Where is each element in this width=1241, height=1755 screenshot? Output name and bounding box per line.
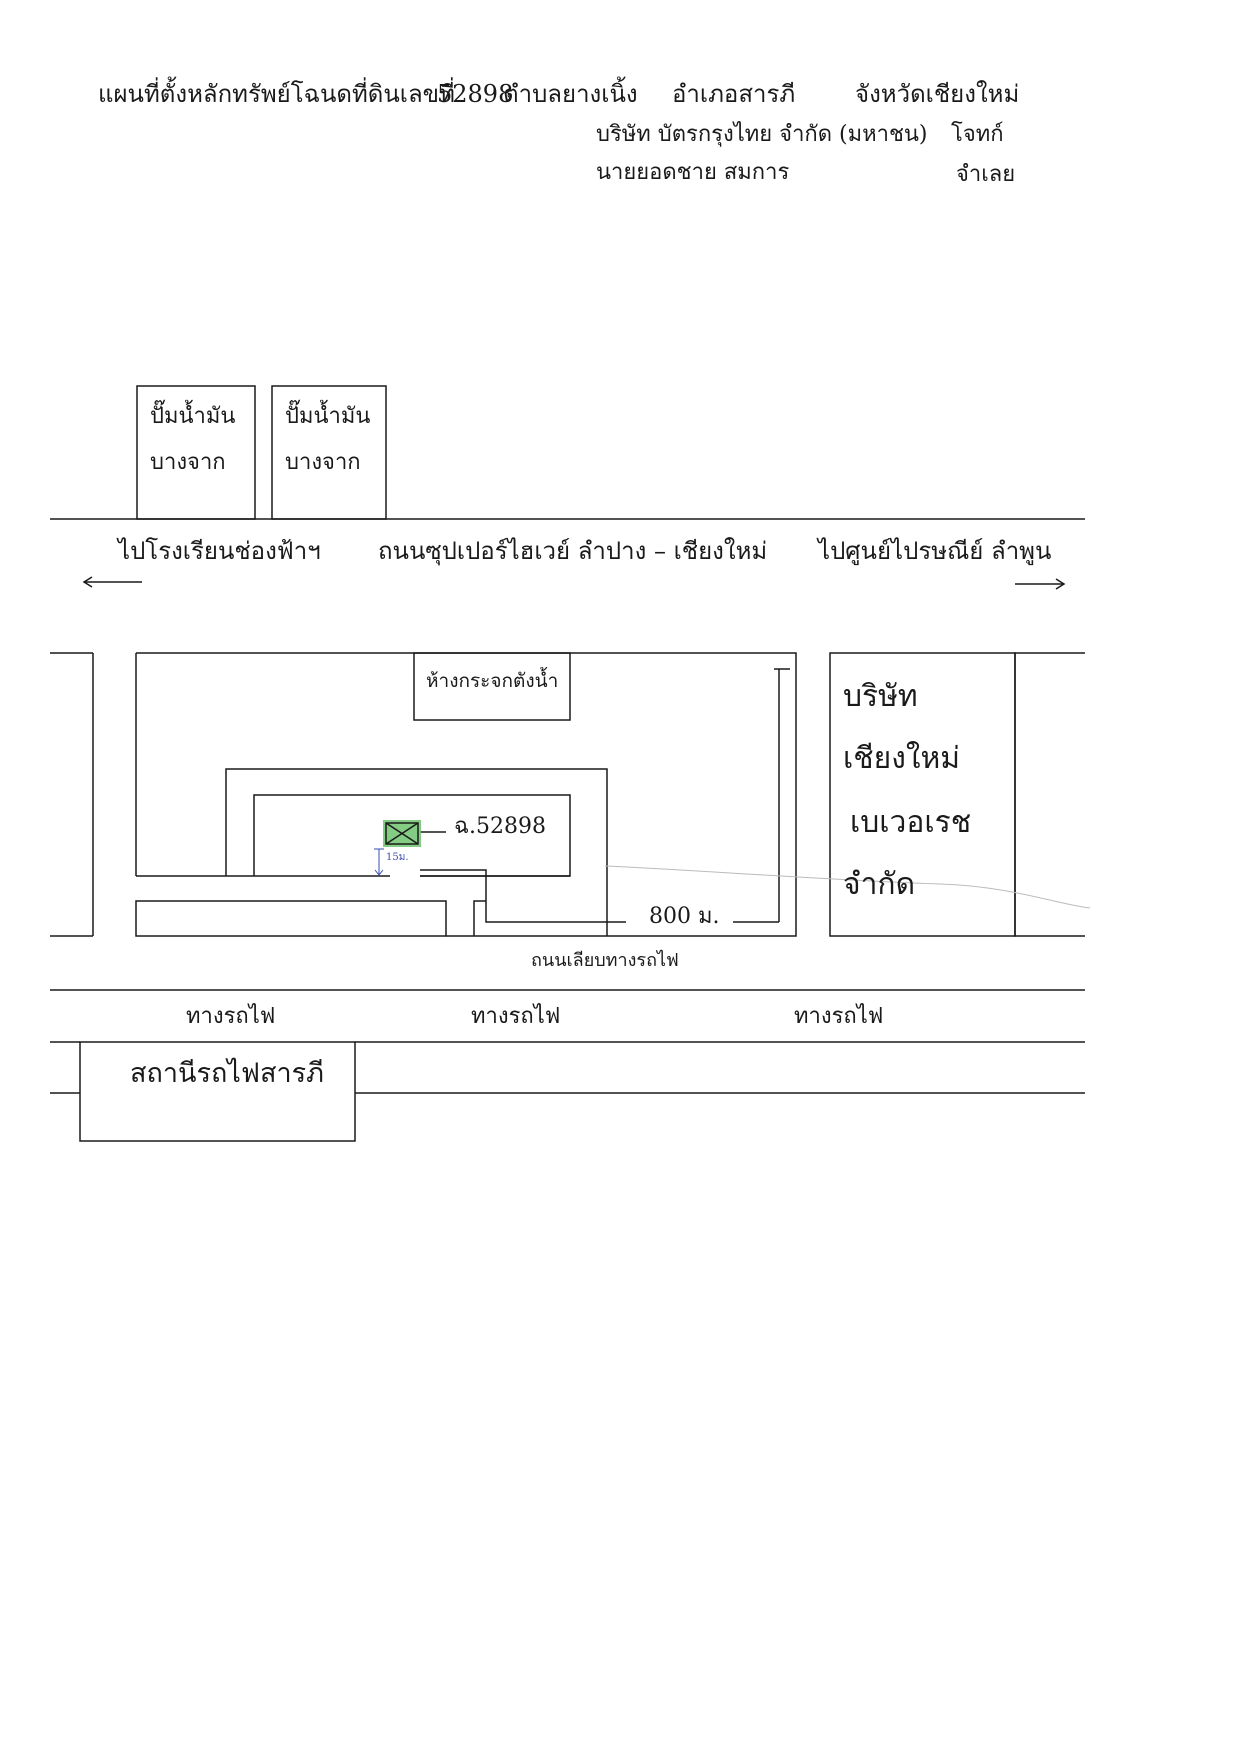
company-label-2: เชียงใหม่ — [843, 741, 961, 776]
header-defendant: นายยอดชาย สมการ — [596, 160, 790, 185]
station-building — [79, 1041, 356, 1142]
small-dimension — [374, 848, 384, 876]
to-school-label: ไปโรงเรียนช่องฟ้าฯ — [118, 537, 321, 565]
to-post-office-label: ไปศูนย์ไปรษณีย์ ลำพูน — [818, 537, 1052, 565]
gas-station-1-label-1: ปั๊มน้ำมัน — [150, 404, 236, 429]
arrow-left-icon — [82, 576, 142, 588]
header-subdistrict: ตำบลยางเนิ้ง — [503, 80, 638, 108]
route-to-plot — [420, 869, 626, 923]
company-label-1: บริษัท — [843, 679, 918, 714]
rail-road-label: ถนนเลียบทางรถไฟ — [531, 950, 679, 971]
soi-outer — [225, 768, 608, 936]
gas-station-2-label-1: ปั๊มน้ำมัน — [285, 404, 371, 429]
header-defendant-role: จำเลย — [956, 162, 1016, 187]
deed-plot-label: ฉ.52898 — [454, 814, 546, 839]
header-plaintiff: บริษัท บัตรกรุงไทย จำกัด (มหาชน) — [596, 122, 928, 147]
glass-shop — [413, 652, 571, 721]
distance-label: 800 ม. — [649, 904, 720, 929]
station-label: สถานีรถไฟสารภี — [130, 1058, 324, 1089]
header-title: แผนที่ตั้งหลักทรัพย์โฉนดที่ดินเลขที่ — [98, 80, 455, 108]
company-label-4: จำกัด — [843, 867, 916, 902]
lower-strip — [135, 900, 447, 937]
x-box-icon — [383, 820, 421, 847]
gas-station-2-label-2: บางจาก — [285, 450, 361, 475]
railway-label-3: ทางรถไฟ — [794, 1004, 884, 1029]
railway-label-1: ทางรถไฟ — [186, 1004, 276, 1029]
header-district: อำเภอสารภี — [672, 80, 796, 108]
header-province: จังหวัดเชียงใหม่ — [855, 80, 1020, 108]
arrow-right-icon — [1015, 578, 1066, 590]
company-label-3: เบเวอเรช — [850, 805, 972, 840]
header-deed-no: 52898 — [437, 80, 514, 108]
header-plaintiff-role: โจทก์ — [951, 122, 1004, 147]
railway-label-2: ทางรถไฟ — [471, 1004, 561, 1029]
highway-label: ถนนซุปเปอร์ไฮเวย์ ลำปาง – เชียงใหม่ — [378, 537, 768, 565]
small-distance-label: 15ม. — [386, 852, 409, 863]
gas-station-1-label-2: บางจาก — [150, 450, 226, 475]
glass-shop-label: ห้างกระจกตังน้ำ — [426, 670, 559, 692]
